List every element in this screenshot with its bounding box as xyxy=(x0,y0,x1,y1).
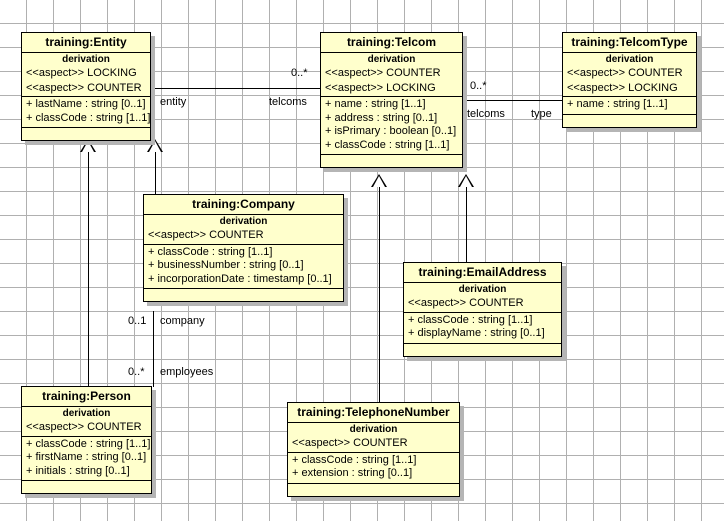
class-derivation-person: derivation xyxy=(62,407,111,419)
class-attribute-telephonenumber-0: + classCode : string [1..1] xyxy=(292,453,417,466)
edge-label-entity-role: entity xyxy=(160,96,187,108)
edge-label-type-role: type xyxy=(531,108,552,120)
class-attribute-person-2: + initials : string [0..1] xyxy=(26,464,130,477)
class-operations-telcom xyxy=(321,155,462,167)
class-derivation-company: derivation xyxy=(219,215,268,227)
class-title-telcom: training:Telcom xyxy=(321,33,462,53)
class-derivation-telcomtype: derivation xyxy=(605,53,654,65)
class-attribute-telcom-0: + name : string [1..1] xyxy=(325,98,426,111)
class-derivation-entity: derivation xyxy=(62,53,110,65)
class-title-telcomtype: training:TelcomType xyxy=(563,33,696,53)
class-title-emailaddress: training:EmailAddress xyxy=(404,263,561,283)
association-entity-telcom[interactable] xyxy=(151,88,320,89)
class-operations-emailaddress xyxy=(404,344,561,356)
class-attribute-company-0: + classCode : string [1..1] xyxy=(148,245,273,258)
class-attributes-telcom: + name : string [1..1] + address : strin… xyxy=(321,97,462,156)
class-attribute-person-1: + firstName : string [0..1] xyxy=(26,451,147,464)
class-attribute-company-1: + businessNumber : string [0..1] xyxy=(148,259,304,272)
class-derivation-telcom: derivation xyxy=(367,53,416,65)
class-operations-person xyxy=(22,481,151,493)
class-aspect-telcom-0: <<aspect>> COUNTER xyxy=(325,67,441,80)
edge-label-company-mult: 0..1 xyxy=(128,315,147,327)
class-attribute-telcom-1: + address : string [0..1] xyxy=(325,111,438,124)
class-operations-telephonenumber xyxy=(288,484,459,496)
edge-label-employees-mult: 0..* xyxy=(128,366,145,378)
association-telcom-telcomtype[interactable] xyxy=(463,100,563,101)
class-attributes-telcomtype: + name : string [1..1] xyxy=(563,97,696,115)
generalization-telephonenumber-telcom-arrow xyxy=(371,174,387,187)
class-attribute-telcom-2: + isPrimary : boolean [0..1] xyxy=(325,125,457,138)
generalization-person-entity-stem[interactable] xyxy=(88,152,89,386)
generalization-person-entity-arrow xyxy=(80,139,96,152)
edge-label-employees-role: employees xyxy=(160,366,214,378)
class-attribute-entity-1: + classCode : string [1..1] xyxy=(26,111,151,124)
edge-label-telcoms-mult-2: 0..* xyxy=(470,80,487,92)
generalization-emailaddress-telcom-arrow xyxy=(458,174,474,187)
class-attribute-telephonenumber-1: + extension : string [0..1] xyxy=(292,467,413,480)
class-operations-telcomtype xyxy=(563,115,696,127)
class-box-telephonenumber[interactable]: training:TelephoneNumber derivation <<as… xyxy=(287,402,460,497)
class-aspect-telcomtype-1: <<aspect>> LOCKING xyxy=(563,82,696,98)
class-aspect-entity-0: <<aspect>> LOCKING xyxy=(26,67,137,80)
class-aspect-telcom-1: <<aspect>> LOCKING xyxy=(321,82,462,98)
class-aspect-telcomtype-0: <<aspect>> COUNTER xyxy=(567,67,683,80)
class-title-person: training:Person xyxy=(22,387,151,407)
class-operations-company xyxy=(144,289,343,301)
class-box-company[interactable]: training:Company derivation <<aspect>> C… xyxy=(143,194,344,303)
class-attribute-emailaddress-0: + classCode : string [1..1] xyxy=(408,313,533,326)
class-attribute-person-0: + classCode : string [1..1] xyxy=(26,437,151,450)
class-derivation-emailaddress: derivation xyxy=(458,283,507,295)
class-aspect-company-0: <<aspect>> COUNTER xyxy=(144,229,343,245)
class-attribute-telcom-3: + classCode : string [1..1] xyxy=(325,138,450,151)
class-box-person[interactable]: training:Person derivation <<aspect>> CO… xyxy=(21,386,152,495)
class-title-telephonenumber: training:TelephoneNumber xyxy=(288,403,459,423)
generalization-emailaddress-telcom-stem[interactable] xyxy=(466,187,467,263)
class-attribute-telcomtype-0: + name : string [1..1] xyxy=(567,98,668,111)
class-attributes-person: + classCode : string [1..1] + firstName … xyxy=(22,437,151,482)
edge-label-company-role: company xyxy=(160,315,205,327)
class-box-telcom[interactable]: training:Telcom derivation <<aspect>> CO… xyxy=(320,32,463,169)
class-title-company: training:Company xyxy=(144,195,343,215)
class-derivation-telephonenumber: derivation xyxy=(349,423,398,435)
class-attribute-entity-0: + lastName : string [0..1] xyxy=(26,98,146,111)
edge-label-telcoms-role-1: telcoms xyxy=(269,96,307,108)
generalization-company-entity-arrow xyxy=(147,139,163,152)
class-box-telcomtype[interactable]: training:TelcomType derivation <<aspect>… xyxy=(562,32,697,128)
edge-label-telcoms-role-2: telcoms xyxy=(467,108,505,120)
class-attributes-company: + classCode : string [1..1] + businessNu… xyxy=(144,245,343,290)
class-attributes-emailaddress: + classCode : string [1..1] + displayNam… xyxy=(404,313,561,344)
class-attributes-entity: + lastName : string [0..1] + classCode :… xyxy=(22,97,151,129)
class-aspect-entity-1: <<aspect>> COUNTER xyxy=(22,82,150,98)
class-aspect-person-0: <<aspect>> COUNTER xyxy=(22,421,151,437)
class-attribute-emailaddress-1: + displayName : string [0..1] xyxy=(408,327,545,340)
class-title-entity: training:Entity xyxy=(22,33,150,53)
generalization-company-entity-stem[interactable] xyxy=(155,152,156,194)
class-box-entity[interactable]: training:Entity derivation <<aspect>> LO… xyxy=(21,32,151,142)
class-operations-entity xyxy=(22,128,150,140)
association-company-person[interactable] xyxy=(153,311,154,387)
generalization-telephonenumber-telcom-stem[interactable] xyxy=(379,187,380,402)
class-aspect-emailaddress-0: <<aspect>> COUNTER xyxy=(404,297,561,313)
class-box-emailaddress[interactable]: training:EmailAddress derivation <<aspec… xyxy=(403,262,562,357)
class-attribute-company-2: + incorporationDate : timestamp [0..1] xyxy=(148,272,332,285)
edge-label-telcoms-mult-1: 0..* xyxy=(291,67,308,79)
class-attributes-telephonenumber: + classCode : string [1..1] + extension … xyxy=(288,453,459,484)
class-aspect-telephonenumber-0: <<aspect>> COUNTER xyxy=(288,437,459,453)
